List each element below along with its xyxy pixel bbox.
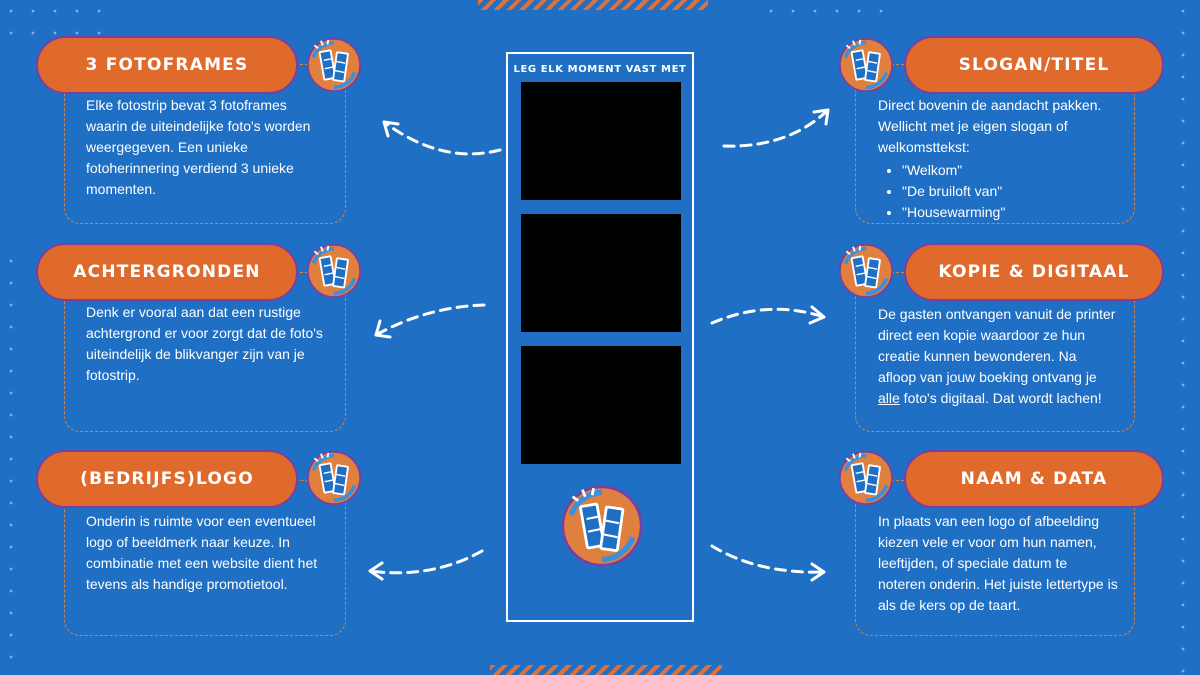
card-body-logo: Onderin is ruimte voor een eventueel log…	[86, 513, 318, 592]
card-body-achtergronden: Denk er vooral aan dat een rustige achte…	[86, 304, 323, 383]
photo-frame-1	[521, 82, 681, 200]
pill-slogan: Slogan/Titel	[904, 36, 1164, 94]
photobooth-logo-icon	[560, 484, 644, 568]
photobooth-strip-badge-icon	[838, 450, 894, 506]
card-body-slogan: Direct bovenin de aandacht pakken. Welli…	[878, 95, 1118, 223]
card-text-kopie-part2: foto's digitaal. Dat wordt lachen!	[899, 390, 1102, 406]
photobooth-strip-badge-icon	[838, 243, 894, 299]
stripes-top	[478, 0, 708, 10]
slogan-list: "Welkom" "De bruiloft van" "Housewarming…	[878, 160, 1118, 223]
card-text-kopie-underline: alle	[878, 390, 900, 406]
dashed-arrow-icon	[374, 303, 486, 339]
card-title-slogan: Slogan/Titel	[958, 55, 1110, 75]
dot-pattern-top-left	[0, 0, 110, 40]
photobooth-strip-badge-icon	[838, 37, 894, 93]
dashed-arrow-icon	[368, 549, 484, 581]
dashed-arrow-icon	[710, 305, 826, 325]
card-body-fotoframes: Elke fotostrip bevat 3 fotoframes waarin…	[86, 97, 311, 197]
stripes-bottom	[490, 665, 722, 675]
photo-frame-3	[521, 346, 681, 464]
photo-strip: LEG ELK MOMENT VAST MET	[506, 52, 694, 622]
card-title-kopie-digitaal: Kopie & Digitaal	[938, 262, 1130, 282]
dot-pattern-left	[0, 250, 28, 670]
pill-fotoframes: 3 Fotoframes	[36, 36, 298, 94]
card-title-logo: (Bedrijfs)logo	[80, 469, 254, 489]
dashed-arrow-icon	[382, 120, 502, 156]
list-item: "Housewarming"	[902, 202, 1118, 223]
list-item: "Welkom"	[902, 160, 1118, 181]
list-item: "De bruiloft van"	[902, 181, 1118, 202]
photobooth-strip-badge-icon	[306, 450, 362, 506]
photo-frame-2	[521, 214, 681, 332]
card-title-naam-data: Naam & Data	[960, 469, 1108, 489]
dot-pattern-right	[1172, 0, 1200, 675]
dashed-arrow-icon	[722, 108, 830, 148]
pill-achtergronden: Achtergronden	[36, 243, 298, 301]
card-title-achtergronden: Achtergronden	[73, 262, 261, 282]
dashed-arrow-icon	[710, 544, 826, 582]
strip-title: LEG ELK MOMENT VAST MET	[513, 64, 687, 75]
photobooth-strip-badge-icon	[306, 37, 362, 93]
photobooth-strip-badge-icon	[306, 243, 362, 299]
pill-logo: (Bedrijfs)logo	[36, 450, 298, 508]
pill-naam-data: Naam & Data	[904, 450, 1164, 508]
card-text-kopie-part1: De gasten ontvangen vanuit de printer di…	[878, 306, 1116, 385]
card-text-slogan: Direct bovenin de aandacht pakken. Welli…	[878, 97, 1102, 155]
dot-pattern-top-right	[760, 0, 890, 30]
card-body-kopie-digitaal: De gasten ontvangen vanuit de printer di…	[878, 304, 1118, 409]
card-body-naam-data: In plaats van een logo of afbeelding kie…	[878, 513, 1118, 613]
card-title-fotoframes: 3 Fotoframes	[85, 55, 249, 75]
pill-kopie-digitaal: Kopie & Digitaal	[904, 243, 1164, 301]
